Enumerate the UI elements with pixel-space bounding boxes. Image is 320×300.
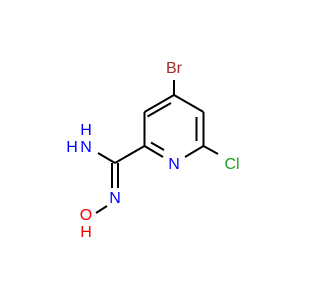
- bond-c4-c5: [173, 94, 204, 113]
- atom-oxime-n-label: N: [109, 190, 121, 207]
- atom-ring-n-label: N: [168, 156, 180, 173]
- bond-c2-camidine: [114, 145, 145, 164]
- atom-nh2-n-label: N: [80, 139, 92, 156]
- bond-camidine-nh2: [97, 152, 116, 164]
- bond-c4-c3-inner: [147, 102, 172, 118]
- bond-n1-c2: [143, 145, 164, 158]
- atom-oh-h-label: H: [80, 224, 92, 241]
- atom-cl-label: Cl: [224, 156, 239, 173]
- bond-c4-c3: [144, 94, 175, 113]
- bond-c6-cl: [203, 145, 219, 155]
- bond-n1-c2-inner: [150, 141, 165, 151]
- atom-br-label: Br: [166, 60, 183, 77]
- bond-noxime-o: [95, 205, 108, 214]
- molecule-diagram: Br Cl N N O H H N H: [66, 60, 239, 241]
- atom-nh2-h2-label: H: [80, 122, 92, 139]
- atom-o-label: O: [80, 207, 92, 224]
- bond-c6-n1: [184, 145, 205, 158]
- atom-nh2-h-label: H: [66, 139, 78, 156]
